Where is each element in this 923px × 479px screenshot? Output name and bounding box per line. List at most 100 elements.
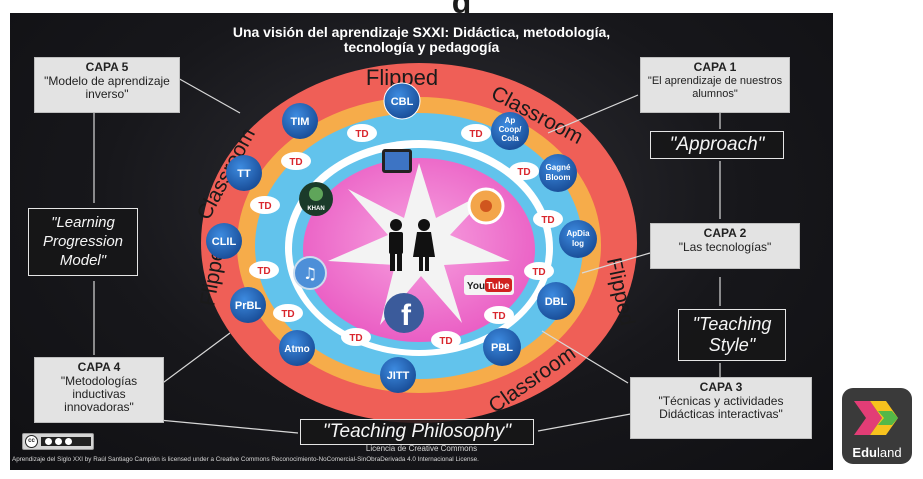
td-oval: TD <box>484 306 514 324</box>
method-dbl: DBL <box>537 282 575 320</box>
svg-text:f: f <box>401 299 412 332</box>
capa-1-text: "El aprendizaje de nuestros alumnos" <box>647 75 783 100</box>
capa-5-text: "Modelo de aprendizaje inverso" <box>44 74 170 101</box>
td-markers: TD TD TD TD TD TD TD TD TD TD TD TD <box>249 124 563 349</box>
method-cbl: CBL <box>383 82 421 120</box>
orange-tool-icon <box>467 187 505 225</box>
svg-text:Bloom: Bloom <box>546 173 571 182</box>
capa-4-box: CAPA 4 "Metodologías inductivas innovado… <box>34 357 164 423</box>
svg-text:TD: TD <box>349 333 362 344</box>
td-oval: TD <box>341 328 371 346</box>
license-statement: Aprendizaje del Siglo XXI by Raúl Santia… <box>12 456 479 463</box>
svg-text:TD: TD <box>517 167 530 178</box>
svg-text:TD: TD <box>289 157 302 168</box>
svg-text:Tube: Tube <box>486 281 510 292</box>
capa-2-box: CAPA 2 "Las tecnologías" <box>650 223 800 269</box>
eduland-chevrons-icon <box>854 401 898 435</box>
td-oval: TD <box>533 210 563 228</box>
eduland-wordmark: Eduland <box>852 445 902 460</box>
capa-4-text: "Metodologías inductivas innovadoras" <box>60 374 138 414</box>
svg-text:Coop/: Coop/ <box>499 125 522 134</box>
cc-by-icon <box>45 438 52 445</box>
eduland-logo: Eduland <box>842 388 912 464</box>
capa-3-title: CAPA 3 <box>699 380 743 394</box>
svg-text:TD: TD <box>541 215 554 226</box>
khan-academy-icon: KHAN <box>299 182 333 216</box>
method-prbl: PrBL <box>230 287 266 323</box>
td-oval: TD <box>281 152 311 170</box>
students-icon <box>389 219 435 271</box>
svg-text:TD: TD <box>469 129 482 140</box>
svg-text:Ap: Ap <box>505 116 516 125</box>
method-pbl: PBL <box>483 328 521 366</box>
cc-nd-icon <box>65 438 72 445</box>
title-line-1: Una visión del aprendizaje SXXI: Didácti… <box>232 24 611 40</box>
method-atmo: Atmo <box>279 330 315 366</box>
svg-text:ApDia: ApDia <box>566 229 590 238</box>
svg-text:JITT: JITT <box>387 370 410 382</box>
svg-text:log: log <box>572 239 584 248</box>
diagram-title: Una visión del aprendizaje SXXI: Didácti… <box>10 25 833 55</box>
method-clil: CLIL <box>206 223 242 259</box>
svg-text:DBL: DBL <box>545 296 568 308</box>
license-title[interactable]: Licencia de Creative Commons <box>365 444 478 453</box>
svg-text:♫: ♫ <box>303 264 317 283</box>
capa-5-box: CAPA 5 "Modelo de aprendizaje inverso" <box>34 57 180 113</box>
concentric-layers-diagram: Flipped Classroom Flipped Classroom Flip… <box>93 63 721 434</box>
svg-text:TD: TD <box>355 129 368 140</box>
capa-1-title: CAPA 1 <box>693 60 737 74</box>
facebook-icon: f <box>384 293 424 333</box>
approach-box: "Approach" <box>650 131 784 159</box>
svg-text:TD: TD <box>281 309 294 320</box>
td-oval: TD <box>347 124 377 142</box>
cc-nc-icon <box>55 438 62 445</box>
td-oval: TD <box>524 262 554 280</box>
svg-text:TD: TD <box>532 267 545 278</box>
capa-1-box: CAPA 1 "El aprendizaje de nuestros alumn… <box>640 57 790 113</box>
method-tim: TIM <box>282 103 318 139</box>
capa-2-title: CAPA 2 <box>703 226 747 240</box>
svg-text:CLIL: CLIL <box>212 236 237 248</box>
svg-text:TD: TD <box>257 266 270 277</box>
cc-icon: cc <box>25 435 38 448</box>
capa-5-title: CAPA 5 <box>85 60 129 74</box>
svg-text:Atmo: Atmo <box>284 344 310 355</box>
svg-text:You: You <box>467 281 485 292</box>
teaching-philosophy-box: "Teaching Philosophy" <box>300 419 534 445</box>
capa-3-box: CAPA 3 "Técnicas y actividades Didáctica… <box>630 377 812 439</box>
tablet-icon <box>382 149 412 173</box>
svg-text:TD: TD <box>492 311 505 322</box>
youtube-icon: You Tube <box>464 275 514 295</box>
td-oval: TD <box>249 261 279 279</box>
td-oval: TD <box>273 304 303 322</box>
method-jitt: JITT <box>380 357 416 393</box>
method-circles: CBL TIM Ap Coop/ Cola TT Gagné Bloom CLI… <box>206 82 597 393</box>
capa-4-title: CAPA 4 <box>77 360 121 374</box>
title-line-2: tecnología y pedagogía <box>343 39 500 55</box>
method-tt: TT <box>226 155 262 191</box>
method-gagne-bloom: Gagné Bloom <box>539 154 577 192</box>
svg-text:TD: TD <box>258 201 271 212</box>
svg-text:PrBL: PrBL <box>235 300 262 312</box>
svg-text:KHAN: KHAN <box>307 206 324 212</box>
td-oval: TD <box>431 331 461 349</box>
td-oval: TD <box>250 196 280 214</box>
capa-3-text: "Técnicas y actividades Didácticas inter… <box>658 394 784 421</box>
svg-text:CBL: CBL <box>391 96 414 108</box>
svg-text:PBL: PBL <box>491 342 513 354</box>
td-oval: TD <box>461 124 491 142</box>
capa-2-text: "Las tecnologías" <box>678 240 772 254</box>
method-ap-dialog: ApDia log <box>559 220 597 258</box>
learning-progression-box: "Learning Progression Model" <box>28 208 138 276</box>
svg-text:TIM: TIM <box>291 116 310 128</box>
td-oval: TD <box>509 162 539 180</box>
method-ap-coop: Ap Coop/ Cola <box>491 112 529 150</box>
svg-text:Cola: Cola <box>501 134 519 143</box>
svg-text:TD: TD <box>439 336 452 347</box>
creative-commons-badge[interactable]: cc <box>22 433 94 450</box>
teaching-style-box: "Teaching Style" <box>678 309 786 361</box>
music-app-icon: ♫ <box>293 256 327 290</box>
svg-text:Gagné: Gagné <box>546 163 571 172</box>
diagram-panel: Flipped Classroom Flipped Classroom Flip… <box>10 13 833 470</box>
